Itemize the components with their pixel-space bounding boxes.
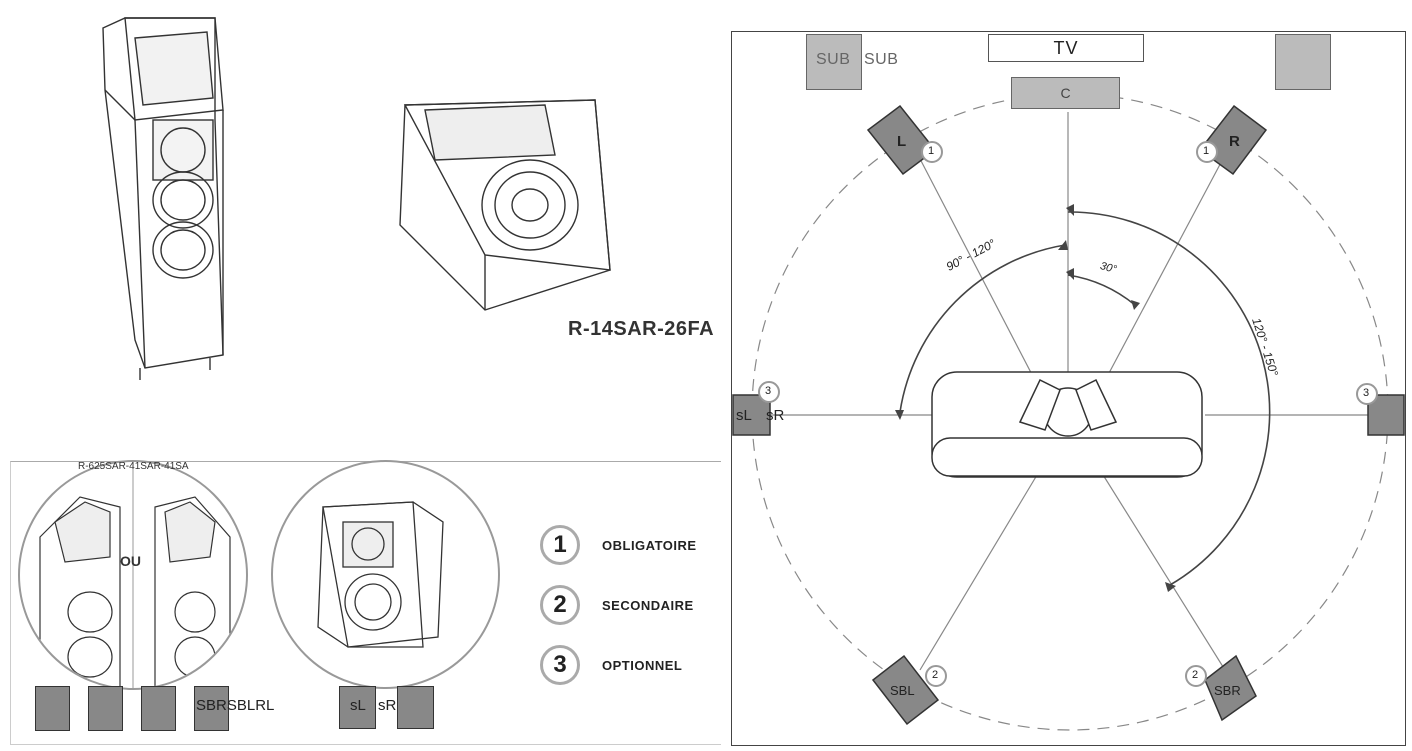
tv-box: TV	[988, 34, 1144, 62]
legend-label: OBLIGATOIRE	[602, 537, 697, 553]
badge-side-left: 3	[765, 385, 772, 397]
badge-front-left: 1	[928, 145, 935, 157]
badge-side-right: 3	[1363, 387, 1370, 399]
floorstanding-pair-drawing	[39, 462, 231, 688]
surround-speaker-zoom-circle	[271, 460, 500, 689]
compare-model-label: R-625SAR-41SAR-41SA	[78, 461, 189, 472]
surround-left-label: sL	[350, 697, 366, 714]
floorstanding-speaker-drawing	[102, 17, 224, 380]
badge-back-left: 2	[932, 669, 939, 681]
speaker-square	[35, 686, 70, 731]
badge-back-right: 2	[1192, 669, 1199, 681]
legend-item-optional: 3 OPTIONNEL	[540, 645, 682, 685]
surround-right-label: sR	[766, 407, 785, 424]
legend-number: 2	[540, 585, 580, 625]
elevation-speaker-drawing	[399, 99, 611, 311]
floorstanding-zoom-circle	[18, 460, 248, 690]
legend-item-mandatory: 1 OBLIGATOIRE	[540, 525, 697, 565]
speaker-square	[397, 686, 434, 729]
speaker-square	[141, 686, 176, 731]
legend-item-secondary: 2 SECONDAIRE	[540, 585, 694, 625]
elevation-model-label: R-14SAR-26FA	[568, 318, 715, 340]
legend-number: 3	[540, 645, 580, 685]
speaker-square	[339, 686, 376, 729]
front-right-label: R	[1229, 133, 1240, 150]
surround-speaker-drawing	[317, 501, 444, 648]
speaker-square	[88, 686, 123, 731]
speaker-layout-diagram	[731, 31, 1406, 746]
or-label: OU	[120, 553, 141, 569]
legend-number: 1	[540, 525, 580, 565]
legend-label: SECONDAIRE	[602, 597, 694, 613]
subwoofer-left	[806, 34, 862, 90]
front-left-label: L	[897, 133, 907, 150]
surround-labels: SBRSBLRL	[196, 697, 275, 714]
legend-label: OPTIONNEL	[602, 657, 683, 673]
subwoofer-right	[1275, 34, 1331, 90]
badge-front-right: 1	[1203, 145, 1210, 157]
surround-right-label: sR	[378, 697, 397, 714]
sub-label-a: SUB	[816, 51, 851, 68]
surround-back-right-label: SBR	[1214, 683, 1241, 698]
center-speaker: C	[1011, 77, 1120, 109]
surround-back-left-label: SBL	[890, 683, 915, 698]
speaker-square	[194, 686, 229, 731]
sub-label-b: SUB	[864, 51, 899, 68]
surround-left-label: sL	[736, 407, 752, 424]
